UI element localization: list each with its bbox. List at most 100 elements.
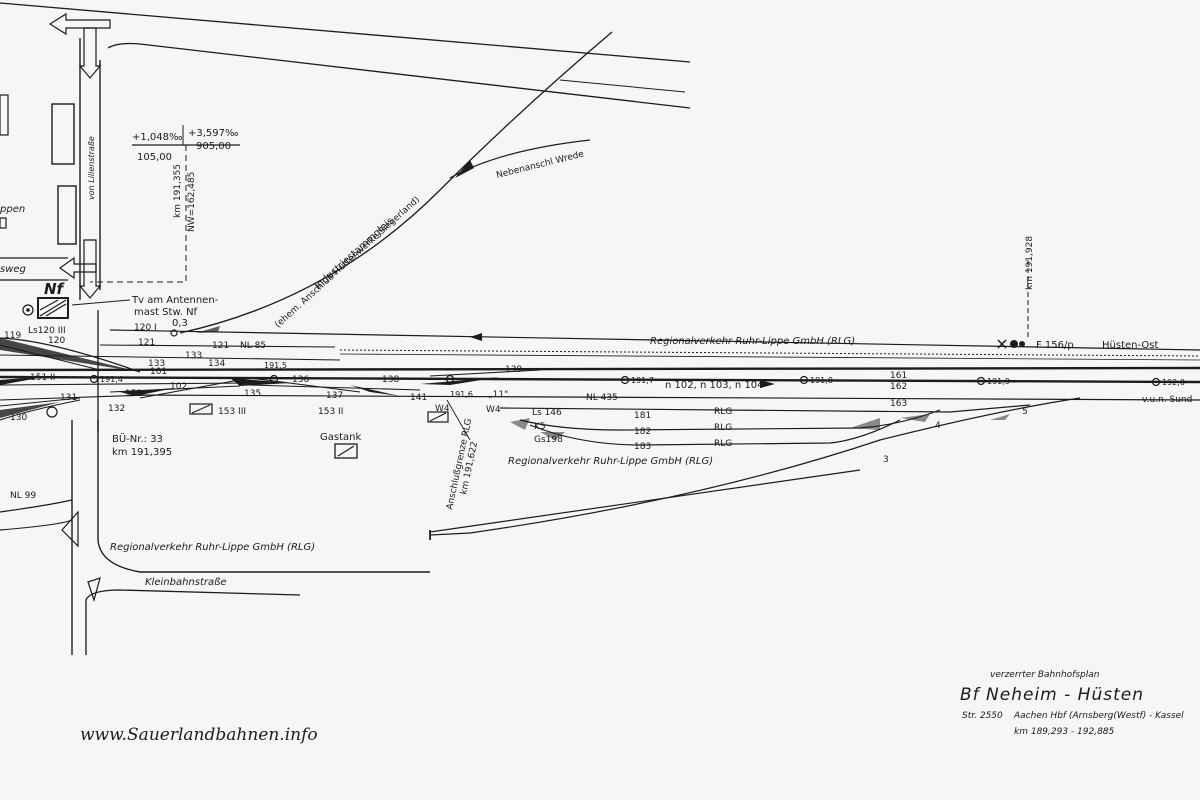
track-11: „11" [488,390,508,400]
industrial-former-label: (ehem. Anschluß Hüttenwerke Siegerland) [273,195,422,330]
track-gs198: Gs198 [534,435,563,445]
road-label-fragment-1: ppen [0,204,25,215]
track-183: 183 [634,442,651,452]
track-134: 134 [208,359,225,369]
train-numbers: n 102, n 103, n 104 [665,380,764,391]
gradient-right: +3,597‰ [188,128,238,139]
track-151: 151 II [30,373,55,383]
km-post-markers [46,329,1161,418]
track-133-b: 133 [185,351,202,361]
building-anschluss [427,411,449,423]
track-w4: W4 [435,404,450,414]
route-number: Str. 2550 [962,711,1003,721]
track-153-iii: 153 III [218,407,246,417]
km-191-6: 191,6 [450,390,473,399]
track-121-right: 121 [212,341,229,351]
station-title: Bf Neheim - Hüsten [960,685,1144,705]
track-101: 101 [150,367,167,377]
sund-label: v.u.n. Sund [1142,395,1192,405]
track-139: 139 [505,365,522,375]
huesten-ost-label: Hüsten-Ost [1102,340,1158,351]
switch-4: 4 [935,421,941,431]
track-132: 132 [108,404,125,414]
route-label: Aachen Hbf (Arnsberg(Westf) - Kassel [1013,711,1184,721]
road-label-lilienstrasse: von Lilienstraße [87,136,96,200]
track-ls146: Ls 146 [532,408,562,418]
tracks [0,260,1200,540]
track-138: 138 [382,375,399,385]
rlg-bottom-label: Regionalverkehr Ruhr-Lippe GmbH (RLG) [110,542,315,553]
website-label: www.Sauerlandbahnen.info [80,725,318,745]
track-nl435: NL 435 [586,393,618,403]
track-ls120: Ls120 III [28,326,66,336]
antenna-label: Tv am Antennen- [131,295,219,306]
km-191-4: 191,4 [100,375,123,384]
crossing-number: BÜ-Nr.: 33 [112,432,163,445]
industrial-siding: Industriestammgleis (ehem. Anschluß Hütt… [179,31,613,334]
track-182-rlg: RLG [714,423,732,433]
building-153-iii-hatch [191,404,211,414]
track-nl85: NL 85 [240,341,266,351]
track-137: 137 [326,391,343,401]
track-161: 161 [890,371,907,381]
antenna-distance: 0,3 [172,318,188,329]
buildings [0,94,77,245]
labels: Regionalverkehr Ruhr-Lippe GmbH (RLG) Re… [4,236,1192,553]
antenna-label-2: mast Stw. Nf [134,307,198,318]
track-133: 133 [148,359,165,369]
track-130: 130 [10,413,27,423]
km-191-8: 191,8 [810,376,833,385]
gastank-label: Gastank [320,432,361,443]
gradient-block: +1,048‰ +3,597‰ 105,00 905,00 km 191,355… [90,125,240,283]
signal-box-label: Nf [44,280,66,298]
rlg-mid-label: Regionalverkehr Ruhr-Lippe GmbH (RLG) [508,456,713,467]
rlg-top-label: Regionalverkehr Ruhr-Lippe GmbH (RLG) [650,336,855,347]
track-102: 102 [170,382,187,392]
km-range-label: km 189,293 - 192,885 [1014,727,1115,737]
track-153: 153 [125,389,142,399]
km-191-9: 191,9 [987,377,1010,386]
track-181-rlg: RLG [714,407,732,417]
switch-wedges [0,338,1010,440]
km-192-0: 192,0 [1162,378,1185,387]
gradient-nw: NW=162,485 [187,172,197,232]
track-120: 120 [48,336,65,346]
road-label-fragment-2: sweg [0,264,26,275]
gastank: Gastank [320,432,361,459]
direction-arrow-rlg [470,333,482,341]
track-121: 121 [138,338,155,348]
track-182: 182 [634,427,651,437]
km-191-7: 191,7 [631,376,654,385]
switch-5: 5 [1022,407,1028,417]
track-162: 162 [890,382,907,392]
gradient-left: +1,048‰ [132,132,182,143]
wrede-label: Nebenanschl Wrede [495,149,585,181]
track-135: 135 [244,389,261,399]
crossing-km: km 191,395 [112,447,172,458]
track-141: 141 [410,393,427,403]
signal-box-nf: Nf Tv am Antennen- mast Stw. Nf 0,3 [22,280,219,329]
signal-f156 [997,339,1025,349]
track-153-ii: 153 II [318,407,343,417]
track-k5: K5 [534,422,546,432]
roads [0,2,691,655]
switch-3: 3 [883,455,889,465]
f156-label: F 156/p [1036,340,1074,351]
track-120-i: 120 I [134,323,157,333]
road-label-kleinbahnstrasse: Kleinbahnstraße [145,577,227,588]
footer: www.Sauerlandbahnen.info verzerrter Bahn… [80,670,1184,745]
track-119: 119 [4,331,21,341]
gradient-right-dist: 905,00 [196,141,231,152]
track-181: 181 [634,411,651,421]
direction-arrow-162 [760,380,775,388]
east-km-signal: km 191,928 [1025,236,1035,290]
track-nl99: NL 99 [10,491,36,501]
building-anschluss-hatch [429,412,447,422]
track-131: 131 [60,393,77,403]
track-w4-b: W4 [486,405,501,415]
track-136: 136 [292,375,309,385]
gradient-left-dist: 105,00 [137,152,172,163]
distorted-plan-label: verzerrter Bahnhofsplan [990,670,1100,680]
gradient-km: km 191,355 [173,164,183,218]
